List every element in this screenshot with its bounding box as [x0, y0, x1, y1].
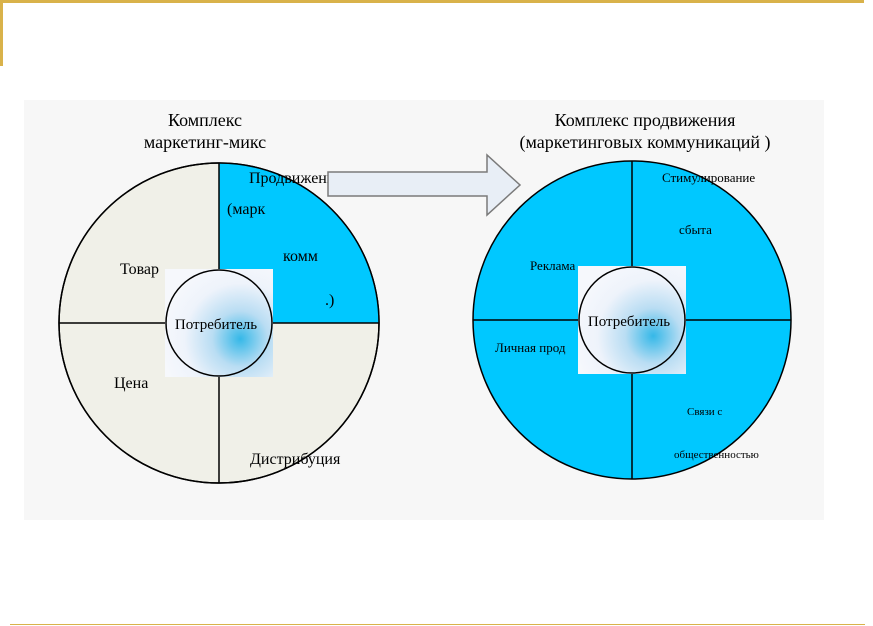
- promotion-mix-wheel: Стимулирование сбыта Реклама Личная прод…: [472, 160, 792, 480]
- center-label: Потребитель: [175, 317, 257, 333]
- consumer-center-circle: [165, 269, 273, 377]
- segment-sales-promotion-line2: сбыта: [679, 222, 712, 237]
- right-title-line2: (маркетинговых коммуникаций ): [519, 132, 771, 152]
- right-title-line1: Комплекс продвижения: [554, 110, 736, 130]
- transition-arrow: [327, 153, 522, 217]
- segment-distribution: Дистрибуция: [250, 451, 341, 468]
- left-diagram-title: Комплекс маркетинг-микс: [110, 109, 300, 153]
- top-rule: [0, 0, 864, 3]
- segment-promotion-sub3: .): [325, 292, 334, 309]
- segment-personal-selling: Личная прод: [495, 340, 566, 355]
- segment-price: Цена: [114, 375, 148, 392]
- left-title-line1: Комплекс: [167, 110, 243, 130]
- segment-public-relations-line1: Связи с: [687, 406, 722, 418]
- segment-sales-promotion-line1: Стимулирование: [662, 170, 755, 185]
- segment-advertising: Реклама: [530, 258, 576, 273]
- left-accent-bar: [0, 0, 3, 66]
- right-center-label: Потребитель: [588, 314, 670, 330]
- segment-public-relations-line2: общественностью: [674, 449, 759, 461]
- bottom-rule: [10, 624, 865, 625]
- segment-promotion-sub2: комм: [283, 248, 318, 265]
- segment-promotion: Продвижение: [249, 170, 343, 187]
- segment-promotion-sub1: (марк: [227, 201, 265, 218]
- right-diagram-title: Комплекс продвижения (маркетинговых комм…: [480, 109, 810, 153]
- right-consumer-center-circle: [578, 266, 686, 374]
- segment-product: Товар: [120, 261, 159, 278]
- marketing-mix-wheel: Товар Цена Дистрибуция Продвижение (марк…: [58, 162, 380, 484]
- left-title-line2: маркетинг-микс: [143, 132, 267, 152]
